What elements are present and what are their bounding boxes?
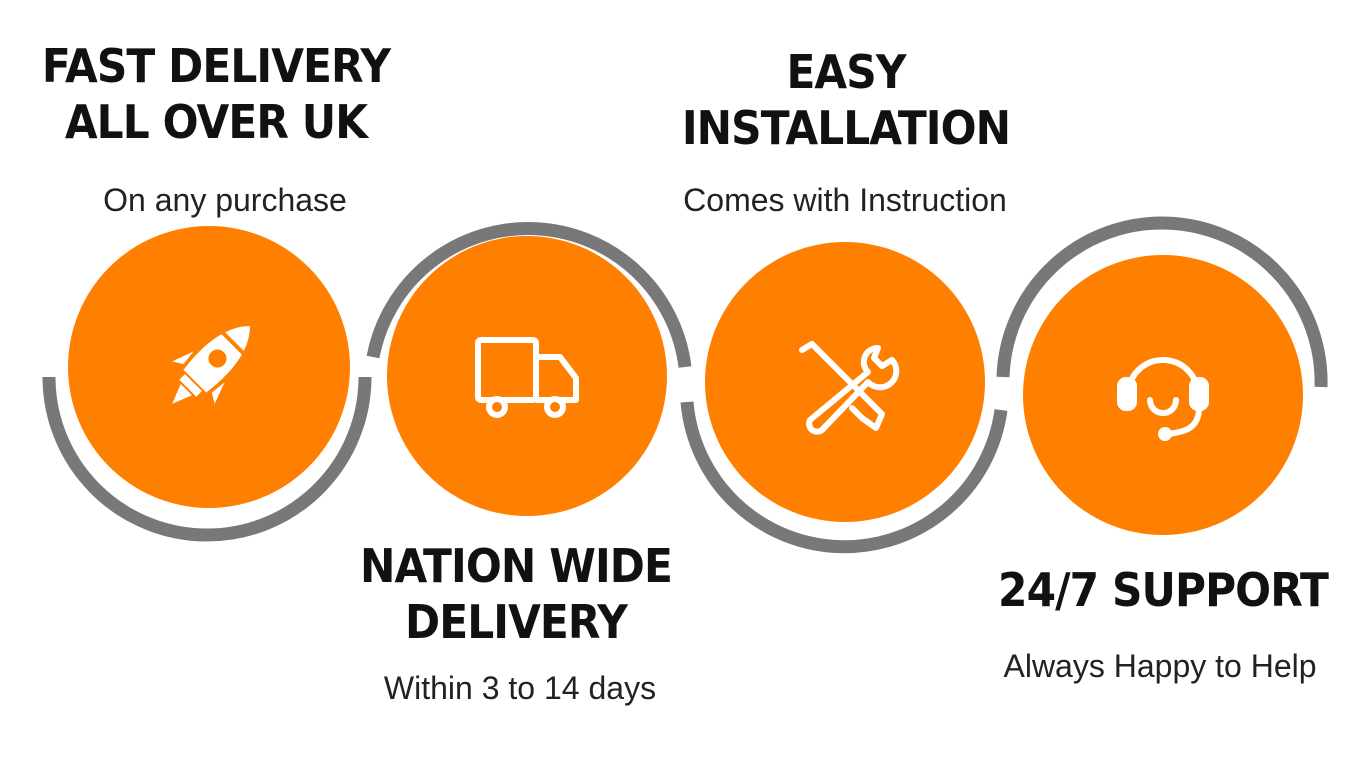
title-line: ALL OVER UK bbox=[64, 95, 368, 149]
rocket-icon bbox=[172, 325, 251, 404]
feature-subtitle: Comes with Instruction bbox=[683, 182, 1007, 218]
title-line: FAST DELIVERY bbox=[41, 39, 391, 93]
title-line: 24/7 SUPPORT bbox=[998, 563, 1329, 617]
feature-title-nation-wide: NATION WIDE DELIVERY bbox=[317, 538, 714, 650]
feature-circle-installation bbox=[705, 242, 985, 522]
feature-circle-nation-wide bbox=[387, 236, 667, 516]
feature-title-fast-delivery: FAST DELIVERY ALL OVER UK bbox=[17, 38, 414, 150]
title-line: DELIVERY bbox=[405, 595, 628, 649]
title-line: NATION WIDE bbox=[360, 539, 673, 593]
arc-decoration bbox=[996, 216, 1328, 388]
title-line: EASY bbox=[786, 45, 906, 99]
arc-decoration bbox=[42, 376, 372, 542]
feature-title-support: 24/7 SUPPORT bbox=[964, 562, 1361, 618]
tools-icon bbox=[799, 341, 900, 435]
title-line: INSTALLATION bbox=[681, 101, 1011, 155]
headset-icon bbox=[1117, 357, 1209, 441]
arc-decoration bbox=[366, 222, 692, 368]
feature-subtitle: Within 3 to 14 days bbox=[383, 670, 657, 706]
feature-title-installation: EASY INSTALLATION bbox=[647, 44, 1044, 156]
feature-subtitle: On any purchase bbox=[103, 182, 347, 218]
feature-circle-support bbox=[1023, 255, 1303, 535]
truck-icon bbox=[475, 337, 579, 418]
feature-subtitle: Always Happy to Help bbox=[1003, 648, 1317, 684]
arc-decoration bbox=[680, 401, 1008, 554]
